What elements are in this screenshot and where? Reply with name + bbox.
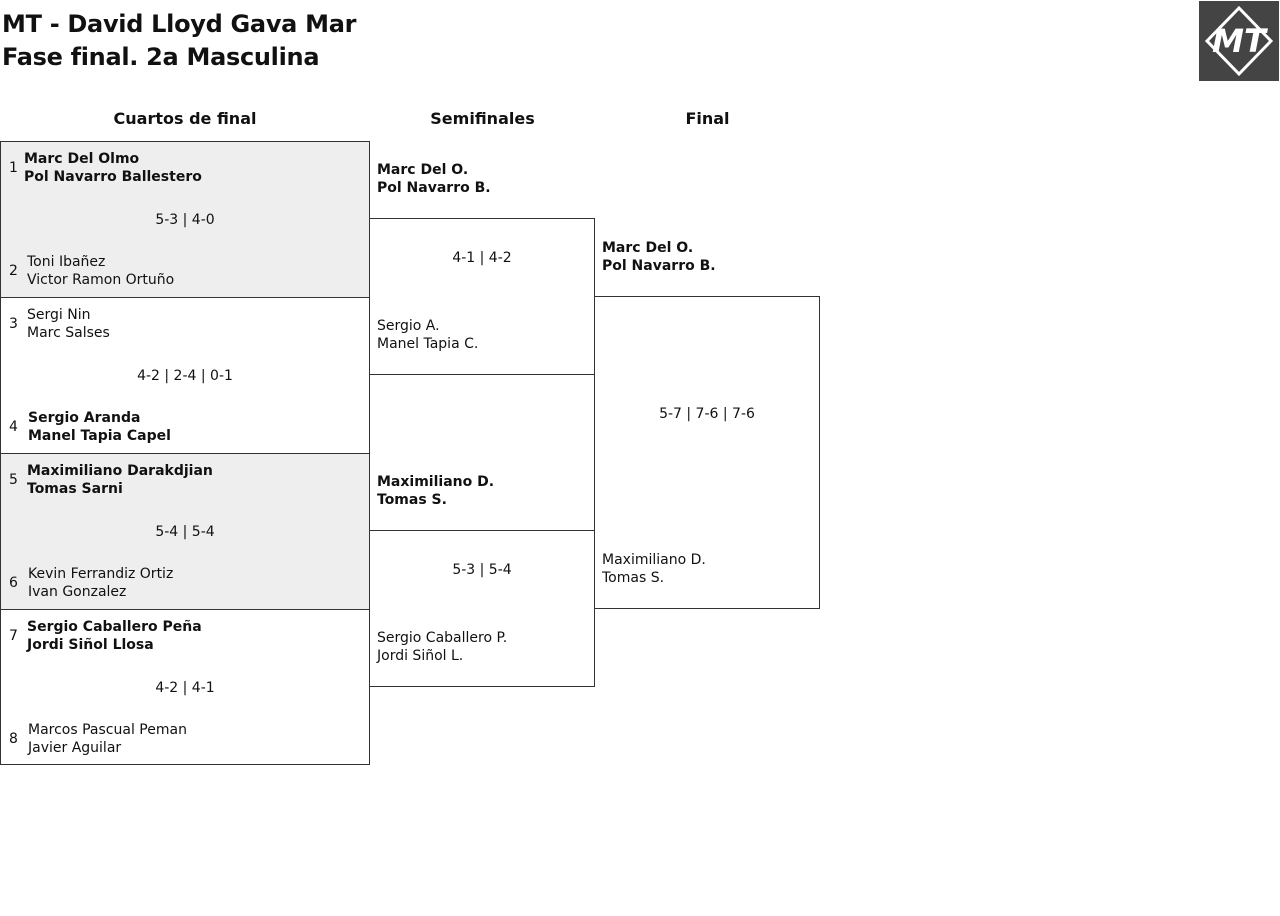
mt-logo-icon: MT (1199, 1, 1279, 81)
player-name: Jordi Siñol L. (377, 648, 464, 664)
quarterfinal-match-2[interactable]: 3 Sergi Nin Marc Salses 4-2 | 2-4 | 0-1 … (0, 297, 370, 454)
semifinal-1-top-team: Marc Del O. Pol Navarro B. (377, 161, 491, 197)
player-name: Toni Ibañez (27, 254, 106, 270)
player-name: Kevin Ferrandiz Ortiz (28, 566, 174, 582)
mt-logo: MT (1199, 1, 1279, 81)
player-name: Sergio Aranda (28, 410, 141, 426)
match-score: 4-2 | 4-1 (155, 680, 215, 696)
seed-number: 3 (9, 316, 18, 332)
round-header-final: Final (685, 109, 730, 128)
player-name: Manel Tapia C. (377, 336, 479, 352)
player-name: Ivan Gonzalez (28, 584, 127, 600)
match-score: 5-7 | 7-6 | 7-6 (659, 406, 755, 422)
team-entry: Marcos Pascual Peman Javier Aguilar (28, 721, 187, 757)
quarterfinal-match-4[interactable]: 7 Sergio Caballero Peña Jordi Siñol Llos… (0, 609, 370, 765)
player-name: Pol Navarro Ballestero (24, 169, 202, 185)
seed-number: 5 (9, 472, 18, 488)
player-name: Marc Del O. (377, 162, 469, 178)
player-name: Pol Navarro B. (602, 258, 716, 274)
seed-number: 7 (9, 628, 18, 644)
semifinal-2-top-team: Maximiliano D. Tomas S. (377, 473, 494, 509)
team-entry: Maximiliano Darakdjian Tomas Sarni (27, 462, 213, 498)
match-score: 5-4 | 5-4 (155, 524, 215, 540)
final-match[interactable]: 5-7 | 7-6 | 7-6 Maximiliano D. Tomas S. (594, 296, 820, 609)
player-name: Maximiliano D. (377, 474, 495, 490)
match-score: 4-2 | 2-4 | 0-1 (137, 368, 233, 384)
player-name: Tomas Sarni (27, 481, 123, 497)
player-name: Maximiliano Darakdjian (27, 463, 213, 479)
page-title: MT - David Lloyd Gava Mar Fase final. 2a… (2, 8, 356, 74)
semifinal-match-2[interactable]: 5-3 | 5-4 Sergio Caballero P. Jordi Siño… (369, 530, 595, 687)
team-entry: Sergio Aranda Manel Tapia Capel (28, 409, 171, 445)
player-name: Marc Salses (27, 325, 110, 341)
seed-number: 1 (9, 160, 18, 176)
seed-number: 2 (9, 263, 18, 279)
round-header-quarterfinals: Cuartos de final (113, 109, 257, 128)
player-name: Marcos Pascual Peman (28, 722, 187, 738)
player-name: Sergio Caballero Peña (27, 619, 202, 635)
title-line-1: MT - David Lloyd Gava Mar (2, 10, 357, 38)
player-name: Victor Ramon Ortuño (27, 272, 175, 288)
title-line-2: Fase final. 2a Masculina (2, 43, 320, 71)
player-name: Sergio A. (377, 318, 440, 334)
round-header-semifinals: Semifinales (430, 109, 535, 128)
player-name: Jordi Siñol Llosa (27, 637, 154, 653)
team-entry: Sergi Nin Marc Salses (27, 306, 110, 342)
player-name: Pol Navarro B. (377, 180, 491, 196)
logo-text: MT (1212, 22, 1268, 60)
player-name: Tomas S. (602, 570, 665, 586)
player-name: Tomas S. (377, 492, 447, 508)
player-name: Sergio Caballero P. (377, 630, 508, 646)
team-entry: Sergio A. Manel Tapia C. (377, 317, 478, 353)
player-name: Maximiliano D. (602, 552, 706, 568)
final-top-team: Marc Del O. Pol Navarro B. (602, 239, 716, 275)
quarterfinal-match-3[interactable]: 5 Maximiliano Darakdjian Tomas Sarni 5-4… (0, 453, 370, 610)
match-score: 5-3 | 4-0 (155, 212, 215, 228)
match-score: 5-3 | 5-4 (452, 562, 512, 578)
player-name: Javier Aguilar (28, 740, 122, 756)
team-entry: Sergio Caballero Peña Jordi Siñol Llosa (27, 618, 202, 654)
player-name: Manel Tapia Capel (28, 428, 171, 444)
semifinal-match-1[interactable]: 4-1 | 4-2 Sergio A. Manel Tapia C. (369, 218, 595, 375)
seed-number: 4 (9, 419, 18, 435)
player-name: Sergi Nin (27, 307, 91, 323)
player-name: Marc Del Olmo (24, 151, 140, 167)
match-score: 4-1 | 4-2 (452, 250, 512, 266)
seed-number: 8 (9, 731, 18, 747)
quarterfinal-match-1[interactable]: 1 Marc Del Olmo Pol Navarro Ballestero 5… (0, 141, 370, 298)
team-entry: Maximiliano D. Tomas S. (602, 551, 706, 587)
team-entry: Sergio Caballero P. Jordi Siñol L. (377, 629, 507, 665)
player-name: Marc Del O. (602, 240, 694, 256)
team-entry: Toni Ibañez Victor Ramon Ortuño (27, 253, 174, 289)
seed-number: 6 (9, 575, 18, 591)
team-entry: Kevin Ferrandiz Ortiz Ivan Gonzalez (28, 565, 173, 601)
team-entry: Marc Del Olmo Pol Navarro Ballestero (24, 150, 202, 186)
